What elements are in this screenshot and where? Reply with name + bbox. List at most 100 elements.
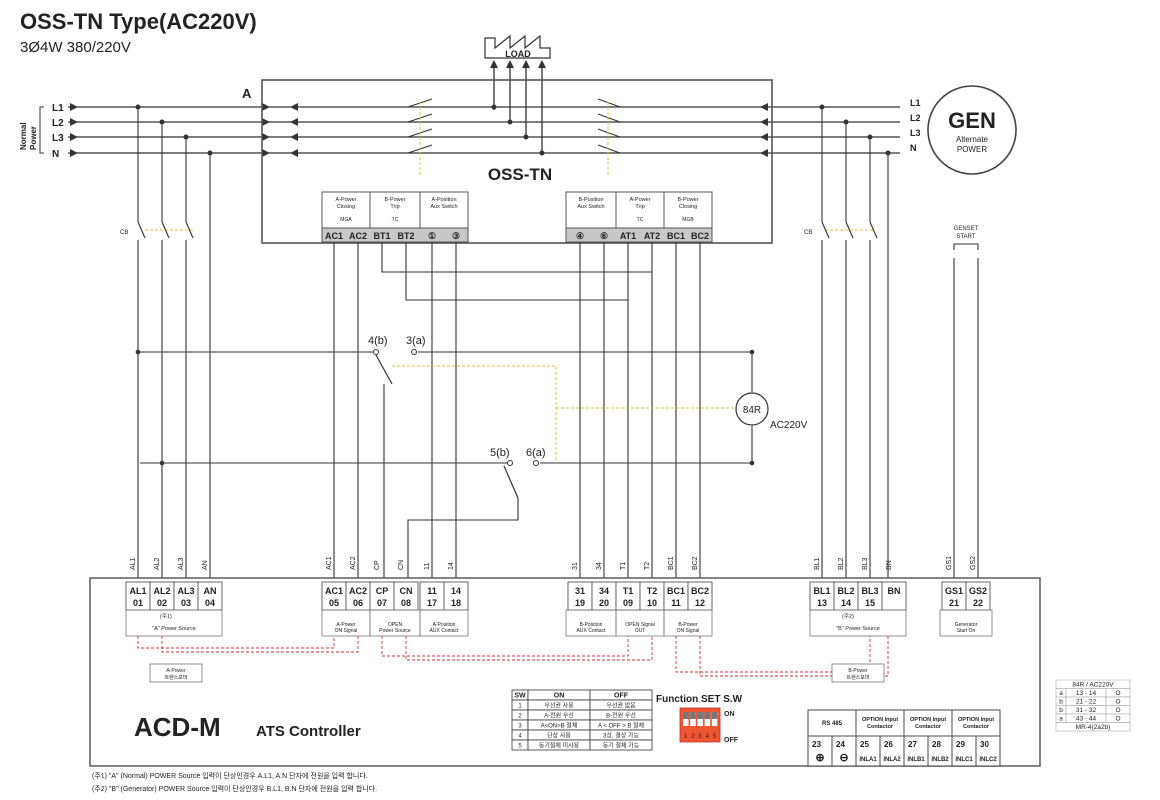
- svg-text:A-Power: A-Power: [629, 197, 650, 203]
- svg-text:ON Signal: ON Signal: [677, 628, 700, 634]
- input-table-label: ⊖: [839, 752, 848, 764]
- controller-terminal-number: 13: [817, 598, 827, 608]
- wire-label: CP: [374, 560, 381, 570]
- input-table-header: OPTION Input: [910, 717, 946, 723]
- controller-terminal: [443, 581, 469, 611]
- wire-label: AL3: [178, 557, 185, 570]
- controller-terminal-number: 03: [181, 598, 191, 608]
- controller-terminal-name: 34: [599, 586, 609, 596]
- controller-model-sub: ATS Controller: [256, 723, 361, 740]
- sw-table-text: B-전원 우선: [606, 712, 636, 720]
- wire-label: AL2: [154, 557, 161, 570]
- wire-label: BC1: [668, 556, 675, 570]
- oss-terminal: ③: [452, 231, 460, 241]
- sw-table-cell: [589, 739, 653, 751]
- svg-text:Power Source: Power Source: [379, 628, 411, 634]
- wire-label: AC1: [326, 556, 333, 570]
- sw-table-text: 단상 사용: [547, 732, 571, 740]
- wire-label: 34: [596, 562, 603, 570]
- input-table-num: 29: [956, 740, 965, 749]
- oss-terminal: ①: [428, 231, 436, 241]
- dip-digit: 4: [706, 734, 710, 740]
- relay-links: [392, 365, 736, 463]
- svg-text:OUT: OUT: [635, 628, 646, 634]
- controller-terminal-name: BL3: [861, 586, 878, 596]
- wire-label: 31: [572, 562, 579, 570]
- dip-off: OFF: [724, 737, 739, 744]
- sw-table-text: OFF: [614, 693, 629, 700]
- controller-terminal-name: BC1: [667, 586, 685, 596]
- mr-table-cell: O: [1115, 690, 1120, 697]
- load-label: LOAD: [505, 49, 531, 59]
- controller-terminal-number: 22: [973, 598, 983, 608]
- transformer-a: [149, 663, 203, 683]
- terminal-a-label: A: [242, 86, 252, 101]
- dip-digit: 3: [698, 734, 702, 740]
- controller-terminal-number: 12: [695, 598, 705, 608]
- gen-title: GEN: [948, 108, 996, 133]
- input-table-header: OPTION Input: [958, 717, 994, 723]
- mr-table-cell: 43 - 44: [1076, 716, 1097, 723]
- mr-table-cell: O: [1115, 716, 1120, 723]
- left-cb: [137, 107, 211, 578]
- sw-table-text: A<ON>B 절체: [541, 722, 578, 730]
- input-table-num: 24: [836, 740, 845, 749]
- oss-tn-box: [261, 79, 773, 244]
- svg-text:B-Power: B-Power: [848, 668, 868, 674]
- controller-terminal-name: 11: [427, 586, 437, 596]
- svg-text:TC: TC: [392, 217, 399, 223]
- function-sw-title: Function SET S.W: [656, 694, 743, 705]
- relay-coil: [735, 392, 769, 426]
- controller-terminal: [639, 581, 665, 611]
- generator-circle: [927, 85, 1017, 175]
- transformer-b: [831, 663, 885, 683]
- svg-text:TC: TC: [637, 217, 644, 223]
- input-table-label: ⊕: [815, 752, 824, 764]
- mr-table-cell: b: [1059, 707, 1063, 714]
- wire-label: BN: [886, 560, 893, 570]
- footnote-1: (주1) "A" (Normal) POWER Source 입력이 단상인경우…: [92, 771, 368, 780]
- wire-label: GS2: [970, 556, 977, 570]
- controller-terminal: [125, 581, 151, 611]
- svg-text:AUX Contact: AUX Contact: [430, 628, 460, 634]
- svg-text:Start On: Start On: [957, 628, 976, 634]
- input-table-num: 26: [884, 740, 893, 749]
- controller-terminal-name: 14: [451, 586, 461, 596]
- svg-text:A-Power: A-Power: [336, 622, 356, 628]
- sw-table-text: SW: [514, 693, 526, 700]
- terminal-group-left: A-Power Closing MGA B-Power Trip TC A-Po…: [321, 191, 469, 243]
- controller-terminal-name: AL1: [129, 586, 146, 596]
- sw-table-text: 3상, 결상 가능: [603, 732, 639, 740]
- sw-table-text: 2: [518, 714, 522, 720]
- svg-text:B-Power: B-Power: [677, 197, 698, 203]
- relay-contact-6a: 6(a): [526, 447, 546, 459]
- normal-label-2: Power: [29, 126, 38, 150]
- controller-terminal-number: 17: [427, 598, 437, 608]
- right-cb-label: CB: [804, 230, 812, 236]
- input-table-label: INLB2: [931, 757, 949, 763]
- relay-contact-3a: 3(a): [406, 335, 426, 347]
- wire-label: BL1: [814, 557, 821, 570]
- mr-table-footer: MR-4(2a2b): [1076, 724, 1111, 731]
- wire-label: AC2: [350, 556, 357, 570]
- input-table-header: OPTION Input: [862, 717, 898, 723]
- input-table-header: Contactor: [915, 724, 942, 730]
- oss-terminal: AT2: [644, 231, 660, 241]
- gen-sub-1: Alternate: [956, 135, 989, 144]
- mr-table-cell: 21 - 22: [1076, 699, 1097, 706]
- dip-toggle-knob: [711, 712, 718, 719]
- dip-on: ON: [724, 711, 735, 718]
- wire-label: BL2: [838, 557, 845, 570]
- input-table-label: INLB1: [907, 757, 925, 763]
- control-wires: [138, 242, 753, 578]
- wire-label: BL3: [862, 557, 869, 570]
- controller-terminal: [149, 581, 175, 611]
- controller-terminal-name: AN: [204, 586, 217, 596]
- line-label-l1: L1: [52, 103, 64, 114]
- controller-terminal-name: AC2: [349, 586, 367, 596]
- line-label-l3: L3: [52, 133, 64, 144]
